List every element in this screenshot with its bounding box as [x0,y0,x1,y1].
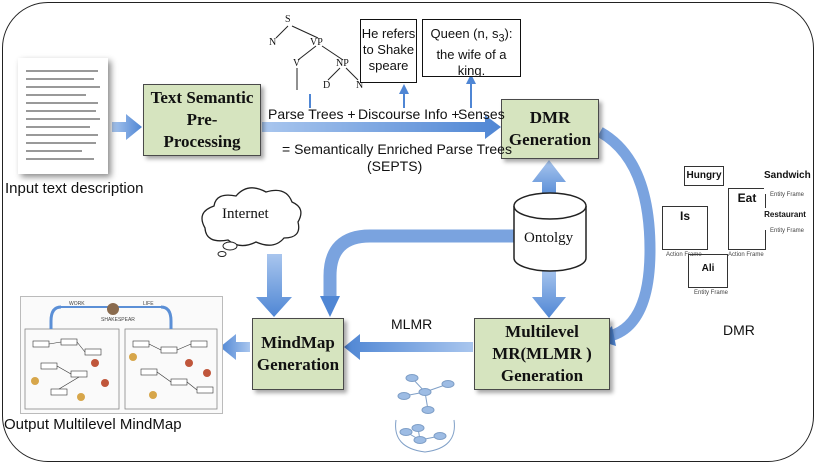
senses-label: Senses [458,106,505,122]
input-text-label: Input text description [5,180,144,197]
tree-node-d: D [323,80,330,91]
septs-abbrev-label: (SEPTS) [367,158,423,174]
tree-node-v: V [293,58,301,69]
dmr-label: DMR [723,322,755,338]
mlmr-graph-image [385,362,470,454]
discourse-example-text: He refers to Shakespeare [361,26,416,73]
dmr-caption-2: Entity Frame [770,228,805,234]
dmr-graph-image: Hungry Is Eat Sandwich Restaurant Ali En… [662,160,811,300]
arrow-ontology-to-mlmr [532,268,566,318]
arrow-tsp-to-dmr [262,115,501,139]
arrow-mlmr-to-mindmap [344,334,473,360]
dmr-frame-hungry: Hungry [684,166,724,186]
discourse-example-box: He refers to Shakespeare [360,19,417,83]
input-document-image [18,58,108,174]
arrow-ontology-to-dmr [532,160,566,200]
arrow-input-to-tsp [112,114,142,140]
mlmr-label: MLMR [391,316,433,332]
sense-example-suffix: ): the wife of a king. [436,26,513,77]
sense-example-sub: 3 [498,32,505,45]
septs-label: = Semantically Enriched Parse Trees [282,141,512,157]
diagram-frame [2,2,814,462]
tree-node-n: N [269,37,276,48]
mlmr-generation-process: Multilevel MR(MLMR ) Generation [474,318,610,390]
tree-node-np: NP [336,58,349,69]
internet-cloud [201,187,302,257]
mindmap-output-image: WORK SHAKESPEAR LIFE [20,296,223,414]
parse-tree-image: S N VP V NP D N [268,10,368,94]
dmr-frame-is: Is [662,206,708,250]
mindmap-header-life: LIFE [143,301,154,307]
sense-example-prefix: Queen (n, s [430,26,499,41]
tree-node-n2: N [356,80,363,91]
dmr-caption-5: Entity Frame [694,290,729,296]
output-label: Output Multilevel MindMap [4,416,182,433]
arrow-internet-to-mindmap [256,254,292,317]
ontology-cylinder [513,192,587,272]
sense-example-box: Queen (n, s3): the wife of a king. [422,19,521,77]
ontology-label: Ontolgy [524,230,574,246]
dmr-frame-restaurant: Restaurant [762,208,808,230]
mindmap-thumb-lines [24,303,218,410]
mindmap-generation-process: MindMap Generation [252,318,344,390]
parse-trees-label: Parse Trees + [268,106,356,122]
tree-node-vp: VP [310,37,323,48]
discourse-info-label: Discourse Info + [358,106,460,122]
text-semantic-process: Text Semantic Pre- Processing [143,84,261,156]
dmr-caption-1: Entity Frame [770,192,805,198]
dmr-frame-eat: Eat [728,188,766,250]
dmr-generation-process: DMR Generation [501,99,599,159]
tree-node-s: S [285,14,291,25]
dmr-caption-4: Action Frame [728,252,764,258]
mindmap-header-shakespear: SHAKESPEAR [101,317,135,323]
mindmap-header-work: WORK [69,301,85,307]
internet-label: Internet [222,206,269,222]
dmr-frame-sandwich: Sandwich [764,170,811,194]
arrow-ontology-to-mindmap [323,229,514,298]
dmr-caption-3: Action Frame [666,252,702,258]
arrow-mindmap-to-output [220,334,250,360]
dmr-frame-ali: Ali [688,254,728,288]
